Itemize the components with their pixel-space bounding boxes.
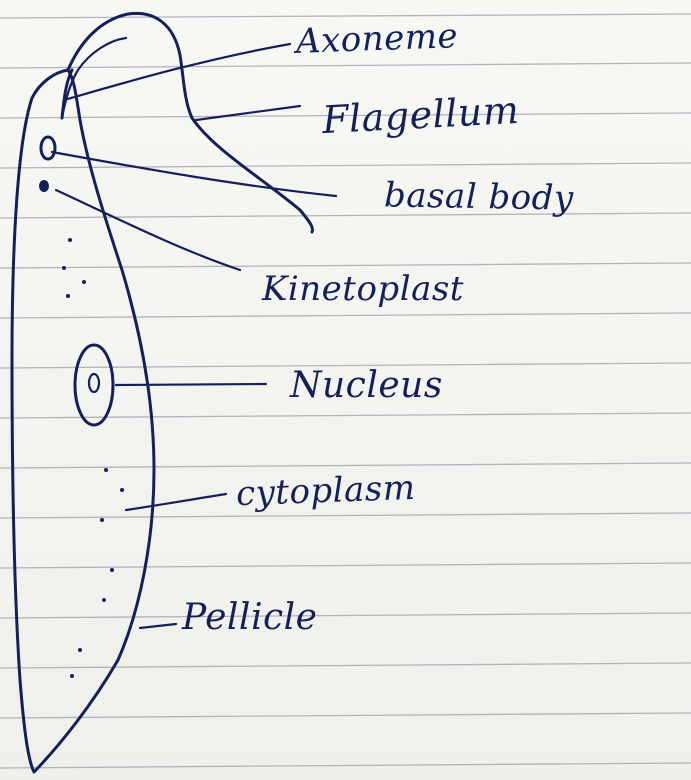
label-nucleus: Nucleus [290,368,443,404]
basal-body-leader [52,152,336,196]
kinetoplast-leader [56,190,240,270]
cytoplasm-granule [82,280,86,284]
label-pellicle: Pellicle [182,600,317,636]
cell-body-outline [12,70,154,772]
label-cytoplasm: cytoplasm [235,471,416,511]
label-axoneme: Axoneme [295,19,458,59]
cytoplasm-granule [100,518,104,522]
cytoplasm-granule [68,238,72,242]
cytoplasm-granule [102,598,106,602]
cytoplasm-leader [126,494,226,510]
cytoplasm-granule [66,294,70,298]
basal-body [41,137,55,159]
flagellum-leader [196,106,300,120]
nucleus-leader [116,384,266,385]
label-flagellum: Flagellum [321,91,520,139]
label-kinetoplast: Kinetoplast [262,272,464,306]
cytoplasm-granule [120,488,124,492]
cytoplasm-granule [78,648,82,652]
cytoplasm-granule [62,266,66,270]
label-basal-body: basal body [384,178,574,215]
nucleus-outer [75,345,113,425]
nucleus-inner [89,374,99,392]
kinetoplast [39,180,49,192]
axoneme-leader [64,44,290,100]
cytoplasm-granule [104,468,108,472]
pellicle-leader [140,624,176,628]
cytoplasm-granule [70,674,74,678]
cytoplasm-granule [110,568,114,572]
